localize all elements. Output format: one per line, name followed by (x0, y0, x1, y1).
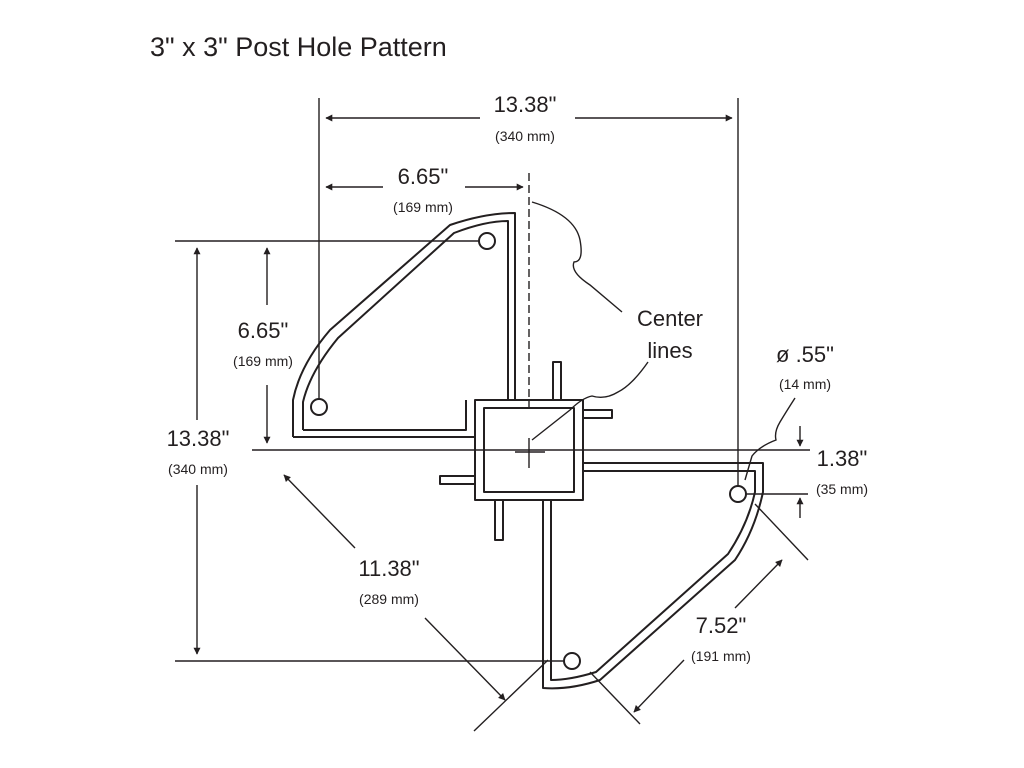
dim-offset-inch: 1.38" (817, 446, 868, 471)
bracket-top-left (292, 212, 516, 438)
tab-left (439, 475, 475, 485)
mounting-hole-right (729, 485, 747, 503)
dim-diagonal-lower (424, 617, 506, 701)
dim-hole-spacing-mm: (191 mm) (691, 648, 751, 664)
dim-top-width-inch: 13.38" (494, 92, 557, 117)
dim-left-half-mm: (169 mm) (233, 353, 293, 369)
dim-hole-spacing-upper (734, 559, 783, 609)
leader-center-vertical (531, 201, 623, 313)
ext-hole-spacing-upper (754, 503, 809, 561)
diagram-title: 3" x 3" Post Hole Pattern (150, 32, 447, 62)
bracket-bottom-right (542, 462, 764, 690)
mounting-hole-bottom (563, 652, 581, 670)
dim-diagonal-upper (283, 474, 356, 549)
mounting-hole-top (478, 232, 496, 250)
mounting-hole-left (310, 398, 328, 416)
tab-bottom (494, 500, 504, 541)
leader-hole-diameter (744, 397, 796, 481)
dim-hole-spacing-lower (633, 659, 685, 713)
callout-center-lines-2: lines (647, 338, 692, 363)
tab-top (552, 361, 562, 400)
dim-offset-mm: (35 mm) (816, 481, 868, 497)
dim-top-width-mm: (340 mm) (495, 128, 555, 144)
dim-left-half-inch: 6.65" (238, 318, 289, 343)
tab-right (583, 409, 613, 419)
callout-center-lines-1: Center (637, 306, 703, 331)
hole-diameter-inch: ø .55" (776, 342, 834, 367)
dim-diagonal-mm: (289 mm) (359, 591, 419, 607)
dim-left-height-inch: 13.38" (167, 426, 230, 451)
dim-diagonal-tick (473, 659, 549, 732)
leader-center-post (531, 361, 649, 441)
dim-top-half-inch: 6.65" (398, 164, 449, 189)
dim-hole-spacing-inch: 7.52" (696, 613, 747, 638)
dim-top-half-mm: (169 mm) (393, 199, 453, 215)
dim-left-height-mm: (340 mm) (168, 461, 228, 477)
dim-diagonal-inch: 11.38" (358, 556, 419, 581)
ext-hole-spacing-lower (589, 671, 641, 725)
hole-diameter-mm: (14 mm) (779, 376, 831, 392)
